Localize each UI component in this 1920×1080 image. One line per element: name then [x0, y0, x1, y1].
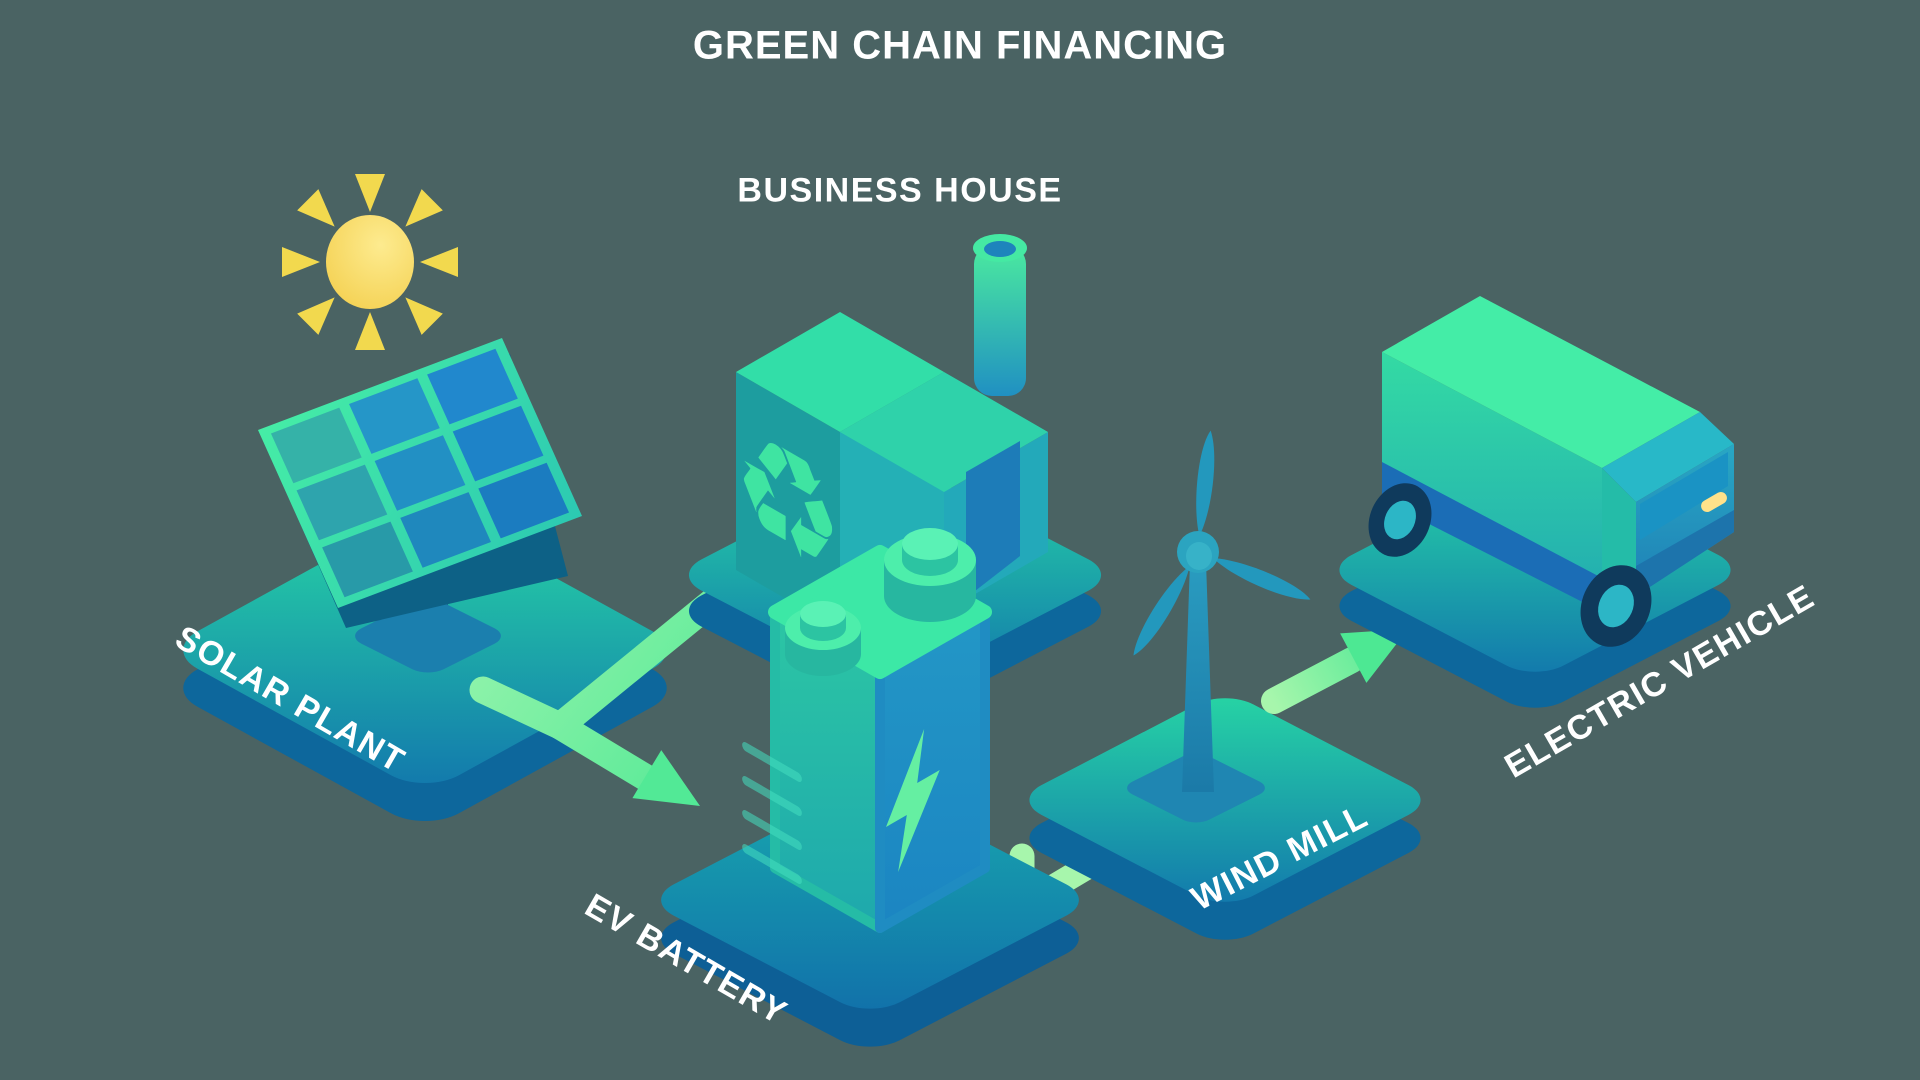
battery-terminal: [884, 528, 976, 622]
van-bumper: [1636, 510, 1734, 596]
battery-icon: [742, 528, 992, 933]
turbine-tower: [1182, 562, 1214, 792]
factory-chimney: [973, 234, 1027, 396]
ev-battery-illustration: [661, 528, 1079, 1047]
wind-turbine-icon: [1127, 430, 1311, 823]
van-wheel: [1580, 565, 1652, 647]
battery-terminal: [785, 601, 861, 676]
factory-door: [966, 441, 1020, 598]
sun-icon: [282, 174, 458, 350]
van-windshield: [1602, 412, 1734, 502]
arrow-windmill-to-vehicle: [1261, 629, 1408, 714]
van-front-glass: [1640, 452, 1728, 540]
wind-mill-illustration: [1029, 430, 1421, 940]
van-roof: [1382, 296, 1700, 468]
solar-panel-icon: [258, 338, 582, 608]
arrowhead-to-vehicle: [1340, 629, 1408, 683]
arrowhead-to-battery: [632, 750, 700, 806]
lightning-bolt-icon: [886, 729, 940, 872]
turbine-blades: [1133, 430, 1311, 656]
diagram-title: GREEN CHAIN FINANCING: [692, 23, 1228, 68]
van-headlight: [1701, 492, 1727, 512]
label-business-house: BUSINESS HOUSE: [737, 171, 1063, 210]
battery-vent-lines: [742, 741, 802, 885]
van-wheel: [1368, 483, 1432, 557]
electric-van-icon: [1368, 296, 1734, 647]
electric-vehicle-illustration: [1339, 296, 1734, 708]
solar-plant-illustration: [183, 174, 667, 821]
van-stripe: [1382, 462, 1602, 612]
solar-panel-foot: [355, 599, 501, 673]
